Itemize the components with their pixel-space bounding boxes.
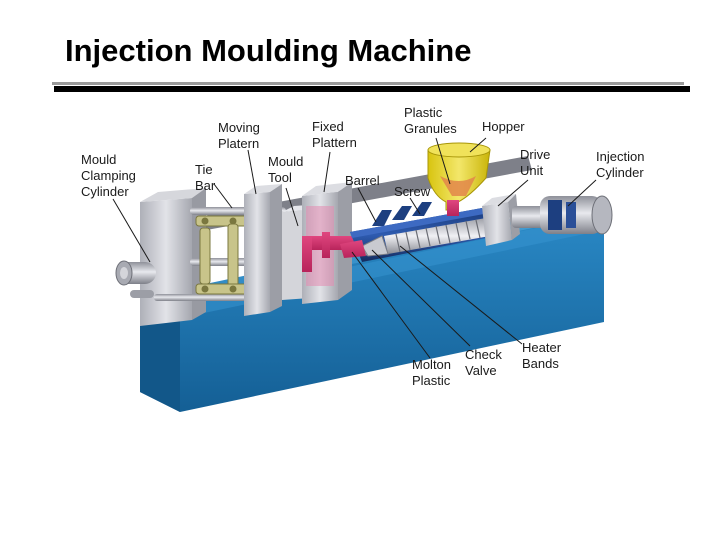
drive-unit xyxy=(482,194,544,246)
injection-cylinder xyxy=(540,195,613,235)
molten-plastic-barrel xyxy=(340,240,366,258)
label-check-valve: Check Valve xyxy=(465,347,505,378)
heater-bands xyxy=(372,202,432,226)
hopper xyxy=(427,142,491,216)
title-underline-grey xyxy=(52,82,684,85)
label-heater-bands: Heater Bands xyxy=(522,340,565,371)
label-plastic-granules: Plastic Granules xyxy=(404,105,457,136)
label-moving-platen: Moving Platern xyxy=(218,120,264,151)
label-fixed-platen: Fixed Plattern xyxy=(312,119,357,150)
moving-platen xyxy=(244,184,282,316)
label-mould-clamping-cylinder: Mould Clamping Cylinder xyxy=(81,152,140,199)
title-underline xyxy=(54,86,690,92)
label-hopper: Hopper xyxy=(482,119,525,134)
label-injection-cylinder: Injection Cylinder xyxy=(596,149,648,180)
label-drive-unit: Drive Unit xyxy=(520,147,554,178)
leader-lines xyxy=(112,137,597,359)
label-barrel: Barrel xyxy=(345,173,380,188)
label-molton-plastic: Molton Plastic xyxy=(412,357,455,388)
label-screw: Screw xyxy=(394,184,431,199)
label-tie-bar: Tie Bar xyxy=(195,162,216,193)
screw xyxy=(384,218,490,254)
slide-title: Injection Moulding Machine xyxy=(65,33,472,68)
label-mould-tool: Mould Tool xyxy=(268,154,307,185)
